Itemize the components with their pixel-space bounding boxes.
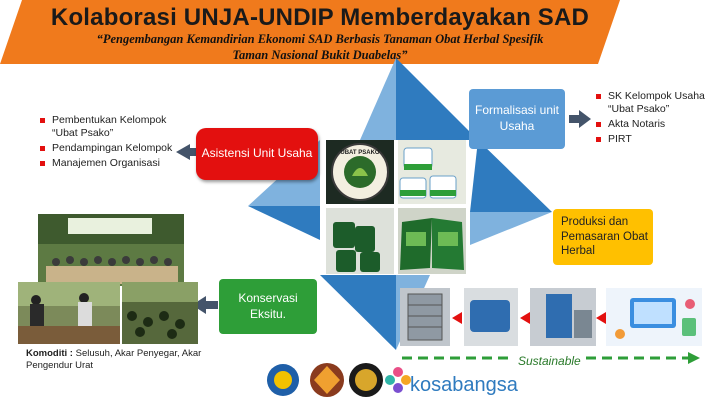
kosabangsa-label: kosabangsa xyxy=(410,374,518,396)
sustainable-label: Sustainable xyxy=(518,354,581,368)
kosabangsa-icon xyxy=(393,367,403,377)
formalisasi-list: SK Kelompok Usaha “Ubat Psako” Akta Nota… xyxy=(596,90,706,149)
diagram-top-light xyxy=(360,58,396,140)
diagram-top-triangle xyxy=(396,58,478,140)
banner-shape xyxy=(0,0,620,64)
box-konservasi-eksitu: Konservasi Eksitu. xyxy=(219,279,317,334)
diagram-left-triangle xyxy=(248,206,320,240)
box-formalisasi-unit-usaha: Formalisasi unit Usaha xyxy=(469,89,565,149)
list-item: Pembentukan Kelompok “Ubat Psako” xyxy=(40,114,180,140)
komoditi-text: Selusuh, Akar Penyegar, Akar Pengendur U… xyxy=(26,348,202,372)
diagram-right-triangle xyxy=(470,140,552,212)
komoditi-caption: Komoditi : Selusuh, Akar Penyegar, Akar … xyxy=(26,348,216,373)
subtitle-line-1: “Pengembangan Kemandirian Ekonomi SAD Be… xyxy=(96,32,544,46)
list-item: Akta Notaris xyxy=(596,118,706,131)
title-banner: Kolaborasi UNJA-UNDIP Memberdayakan SAD … xyxy=(0,0,620,64)
page-title: Kolaborasi UNJA-UNDIP Memberdayakan SAD xyxy=(50,4,590,31)
list-item: SK Kelompok Usaha “Ubat Psako” xyxy=(596,90,706,116)
diagram-right-light xyxy=(470,212,552,245)
arrow-left-top xyxy=(176,144,196,160)
box-asistensi-unit-usaha: Asistensi Unit Usaha xyxy=(196,128,318,180)
arrow-left-bottom xyxy=(192,296,218,314)
subtitle-line-2: Taman Nasional Bukit Duabelas” xyxy=(232,48,408,62)
diagram-bottom-triangle xyxy=(320,275,396,350)
komoditi-label: Komoditi : xyxy=(26,348,73,359)
asistensi-list: Pembentukan Kelompok “Ubat Psako” Pendam… xyxy=(40,114,180,173)
logo-text: UBAT PSAKO xyxy=(340,150,380,156)
box-produksi-pemasaran: Produksi dan Pemasaran Obat Herbal xyxy=(553,209,653,265)
arrow-right-top xyxy=(569,110,591,128)
list-item: Pendampingan Kelompok xyxy=(40,142,180,155)
list-item: Manajemen Organisasi xyxy=(40,157,180,170)
list-item: PIRT xyxy=(596,133,706,146)
